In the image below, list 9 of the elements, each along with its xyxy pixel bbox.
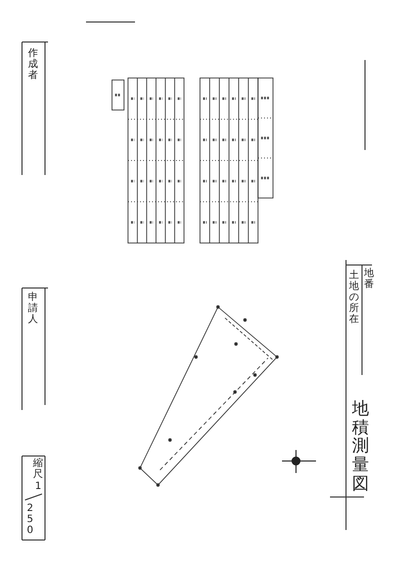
scale-label: 縮尺 [33, 458, 43, 480]
applicant-label: 申請人 [28, 292, 38, 325]
scale-numerator: 1 [35, 481, 42, 492]
map-title: 地積測量図 [352, 400, 369, 494]
author-label: 作成者 [28, 48, 38, 81]
lot-number-label: 地番 [364, 268, 374, 290]
scale-denominator: 250 [26, 503, 34, 536]
land-parcel-drawing [138, 305, 279, 487]
location-label: 土地の所在 [349, 270, 359, 325]
